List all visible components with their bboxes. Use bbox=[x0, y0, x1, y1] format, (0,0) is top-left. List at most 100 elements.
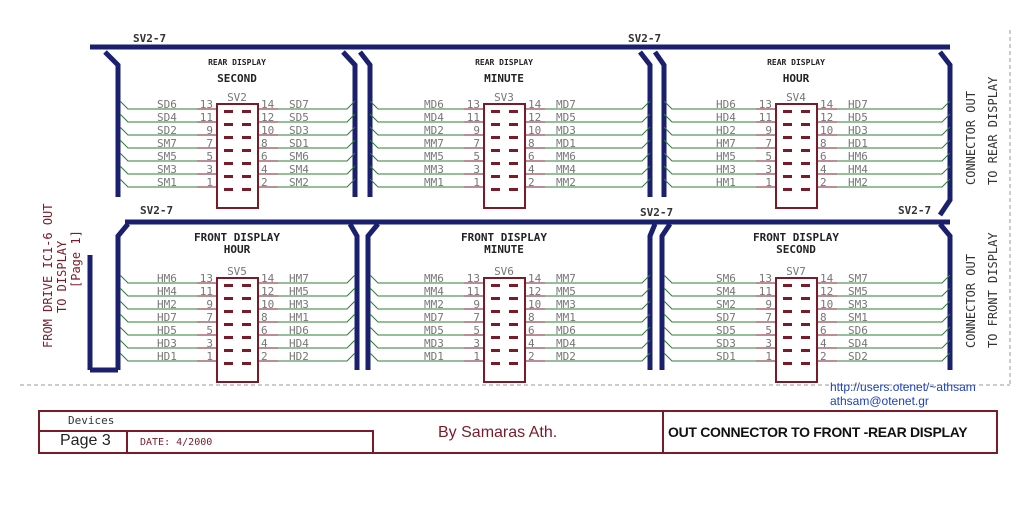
pin-number: 14 bbox=[528, 98, 542, 111]
pin-pad bbox=[509, 297, 518, 300]
signal-label: MD7 bbox=[556, 98, 576, 111]
signal-label: SM6 bbox=[289, 150, 309, 163]
signal-label: MD6 bbox=[424, 98, 444, 111]
wire bbox=[663, 300, 776, 310]
signal-label: SM2 bbox=[289, 176, 309, 189]
signal-label: HD1 bbox=[157, 350, 177, 363]
header-body bbox=[483, 103, 526, 209]
wire bbox=[369, 152, 484, 162]
pin-pad bbox=[242, 336, 251, 339]
signal-label: SM5 bbox=[157, 150, 177, 163]
pin-number: 11 bbox=[759, 285, 772, 298]
pin-pad bbox=[783, 310, 792, 313]
bus-label: SV2-7 bbox=[133, 32, 166, 45]
wire bbox=[258, 100, 356, 110]
wire bbox=[369, 339, 484, 349]
pin-pad bbox=[491, 136, 500, 139]
bus-lines bbox=[87, 44, 953, 373]
wire bbox=[663, 126, 776, 136]
wire bbox=[817, 287, 951, 297]
side-label-line: [Page 1] bbox=[69, 230, 83, 288]
wire bbox=[525, 313, 651, 323]
wire bbox=[817, 339, 951, 349]
signal-label: SM2 bbox=[716, 298, 736, 311]
pin-number: 2 bbox=[528, 350, 535, 363]
wire bbox=[525, 274, 651, 284]
signal-label: HM4 bbox=[848, 163, 868, 176]
signal-label: SD6 bbox=[848, 324, 868, 337]
pin-number: 7 bbox=[473, 311, 480, 324]
drawing-title: OUT CONNECTOR TO FRONT -REAR DISPLAY bbox=[668, 424, 968, 440]
pin-pad bbox=[491, 310, 500, 313]
pin-pad bbox=[783, 123, 792, 126]
pin-pad bbox=[491, 323, 500, 326]
signal-label: MD6 bbox=[556, 324, 576, 337]
header-body bbox=[775, 103, 818, 209]
pin-number: 6 bbox=[820, 150, 827, 163]
pin-number: 1 bbox=[765, 176, 772, 189]
pin-number: 12 bbox=[528, 285, 541, 298]
pin-number: 4 bbox=[528, 337, 535, 350]
bus-label: SV2-7 bbox=[640, 206, 673, 219]
pin-pad bbox=[801, 188, 810, 191]
signal-label: MM6 bbox=[424, 272, 444, 285]
pin-pad bbox=[491, 175, 500, 178]
wire bbox=[369, 287, 484, 297]
wire bbox=[369, 178, 484, 188]
pin-pad bbox=[224, 336, 233, 339]
signal-label: MD5 bbox=[424, 324, 444, 337]
header-body bbox=[483, 277, 526, 383]
wire bbox=[663, 113, 776, 123]
wire bbox=[369, 352, 484, 362]
pin-number: 8 bbox=[261, 311, 268, 324]
pin-pad bbox=[509, 162, 518, 165]
pin-number: 8 bbox=[528, 311, 535, 324]
connector-name: SECOND bbox=[217, 72, 257, 85]
side-label-front: CONNECTOR OUT TO FRONT DISPLAY bbox=[964, 232, 1000, 348]
wire bbox=[119, 126, 217, 136]
pin-pad bbox=[509, 349, 518, 352]
wire bbox=[369, 300, 484, 310]
pin-pad bbox=[491, 284, 500, 287]
connector-name: SECOND bbox=[776, 243, 816, 256]
pin-pad bbox=[242, 297, 251, 300]
website-link[interactable]: http://users.otenet/~athsam bbox=[830, 380, 976, 394]
pin-pad bbox=[224, 110, 233, 113]
wire bbox=[817, 152, 951, 162]
pin-pad bbox=[491, 162, 500, 165]
wire bbox=[525, 326, 651, 336]
signal-label: HD5 bbox=[848, 111, 868, 124]
pin-pad bbox=[509, 136, 518, 139]
pin-number: 10 bbox=[820, 298, 833, 311]
wire bbox=[663, 139, 776, 149]
pin-pad bbox=[509, 110, 518, 113]
wire bbox=[817, 113, 951, 123]
signal-label: MD4 bbox=[424, 111, 444, 124]
pin-number: 3 bbox=[206, 163, 213, 176]
pin-number: 6 bbox=[528, 150, 535, 163]
wire bbox=[369, 274, 484, 284]
pin-pad bbox=[783, 336, 792, 339]
wire bbox=[817, 274, 951, 284]
connector-ref: SV4 bbox=[786, 91, 806, 104]
pin-number: 14 bbox=[261, 98, 275, 111]
pin-pad bbox=[242, 188, 251, 191]
pin-pad bbox=[242, 284, 251, 287]
pin-number: 1 bbox=[206, 176, 213, 189]
connector-ref: SV7 bbox=[786, 265, 806, 278]
pin-number: 9 bbox=[206, 298, 213, 311]
signal-label: HM2 bbox=[157, 298, 177, 311]
pin-number: 12 bbox=[261, 285, 274, 298]
pin-number: 5 bbox=[206, 150, 213, 163]
wire bbox=[663, 287, 776, 297]
connector-ref: SV5 bbox=[227, 265, 247, 278]
wire bbox=[817, 300, 951, 310]
pin-pad bbox=[242, 162, 251, 165]
pin-pad bbox=[783, 136, 792, 139]
email-link[interactable]: athsam@otenet.gr bbox=[830, 394, 929, 408]
pin-number: 4 bbox=[820, 337, 827, 350]
pin-number: 6 bbox=[820, 324, 827, 337]
wire bbox=[119, 326, 217, 336]
pin-number: 10 bbox=[261, 124, 274, 137]
